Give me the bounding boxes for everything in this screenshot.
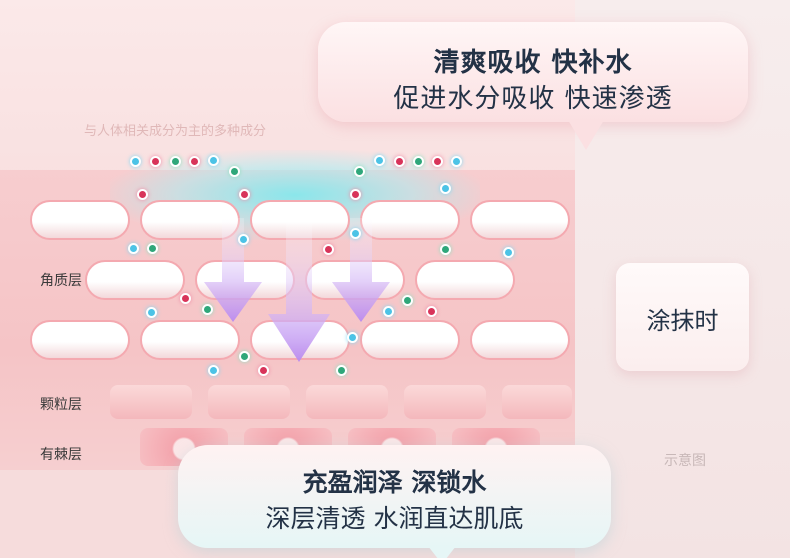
molecule-dot xyxy=(440,183,451,194)
corneum-cell xyxy=(360,320,460,360)
corneum-cell xyxy=(470,200,570,240)
molecule-dot xyxy=(426,306,437,317)
molecule-dot xyxy=(147,243,158,254)
molecule-dot xyxy=(402,295,413,306)
bottom-bubble-headline: 充盈润泽 深锁水 xyxy=(302,468,487,497)
molecule-dot xyxy=(180,293,191,304)
molecule-dot xyxy=(394,156,405,167)
molecule-dot xyxy=(503,247,514,258)
molecule-dot xyxy=(238,234,249,245)
arrow-down-right xyxy=(332,218,390,322)
molecule-dot xyxy=(440,244,451,255)
corneum-cell xyxy=(415,260,515,300)
bottom-speech-bubble: 充盈润泽 深锁水 深层清透 水润直达肌底 xyxy=(178,445,611,558)
granular-cell xyxy=(404,385,486,419)
molecule-dot xyxy=(323,244,334,255)
corneum-cell xyxy=(85,260,185,300)
molecule-dot xyxy=(347,332,358,343)
ingredient-caption: 与人体相关成分为主的多种成分 xyxy=(84,124,267,139)
diagram-note: 示意图 xyxy=(664,453,706,469)
molecule-dot xyxy=(336,365,347,376)
arrow-down-center xyxy=(268,222,330,362)
corneum-cell xyxy=(140,320,240,360)
top-speech-bubble: 清爽吸收 快补水 促进水分吸收 快速渗透 xyxy=(318,22,748,150)
arrow-down-left xyxy=(204,218,262,322)
molecule-dot xyxy=(137,189,148,200)
bottom-bubble-subline: 深层清透 水润直达肌底 xyxy=(265,504,524,533)
molecule-dot xyxy=(189,156,200,167)
molecule-dot xyxy=(239,189,250,200)
molecule-dot xyxy=(374,155,385,166)
molecule-dot xyxy=(350,189,361,200)
molecule-dot xyxy=(208,365,219,376)
corneum-cell xyxy=(30,320,130,360)
molecule-dot xyxy=(208,155,219,166)
top-bubble-subline: 促进水分吸收 快速渗透 xyxy=(393,84,673,114)
label-spinous-layer: 有棘层 xyxy=(40,447,82,463)
molecule-dot xyxy=(383,306,394,317)
molecule-dot xyxy=(354,166,365,177)
molecule-dot xyxy=(146,307,157,318)
molecule-dot xyxy=(170,156,181,167)
molecule-dot xyxy=(432,156,443,167)
molecule-dot xyxy=(350,228,361,239)
application-label-box: 涂抹时 xyxy=(616,263,749,371)
corneum-cell xyxy=(470,320,570,360)
molecule-dot xyxy=(130,156,141,167)
corneum-cell xyxy=(30,200,130,240)
granular-cell xyxy=(502,385,572,419)
molecule-dot xyxy=(413,156,424,167)
top-bubble-headline: 清爽吸收 快补水 xyxy=(433,48,633,78)
label-granular-layer: 颗粒层 xyxy=(40,397,82,413)
molecule-dot xyxy=(451,156,462,167)
molecule-dot xyxy=(128,243,139,254)
application-label: 涂抹时 xyxy=(646,307,719,335)
granular-cell xyxy=(110,385,192,419)
granular-cell xyxy=(208,385,290,419)
label-stratum-corneum: 角质层 xyxy=(40,273,82,289)
molecule-dot xyxy=(202,304,213,315)
molecule-dot xyxy=(258,365,269,376)
molecule-dot xyxy=(239,351,250,362)
molecule-dot xyxy=(229,166,240,177)
granular-cell xyxy=(306,385,388,419)
molecule-dot xyxy=(150,156,161,167)
